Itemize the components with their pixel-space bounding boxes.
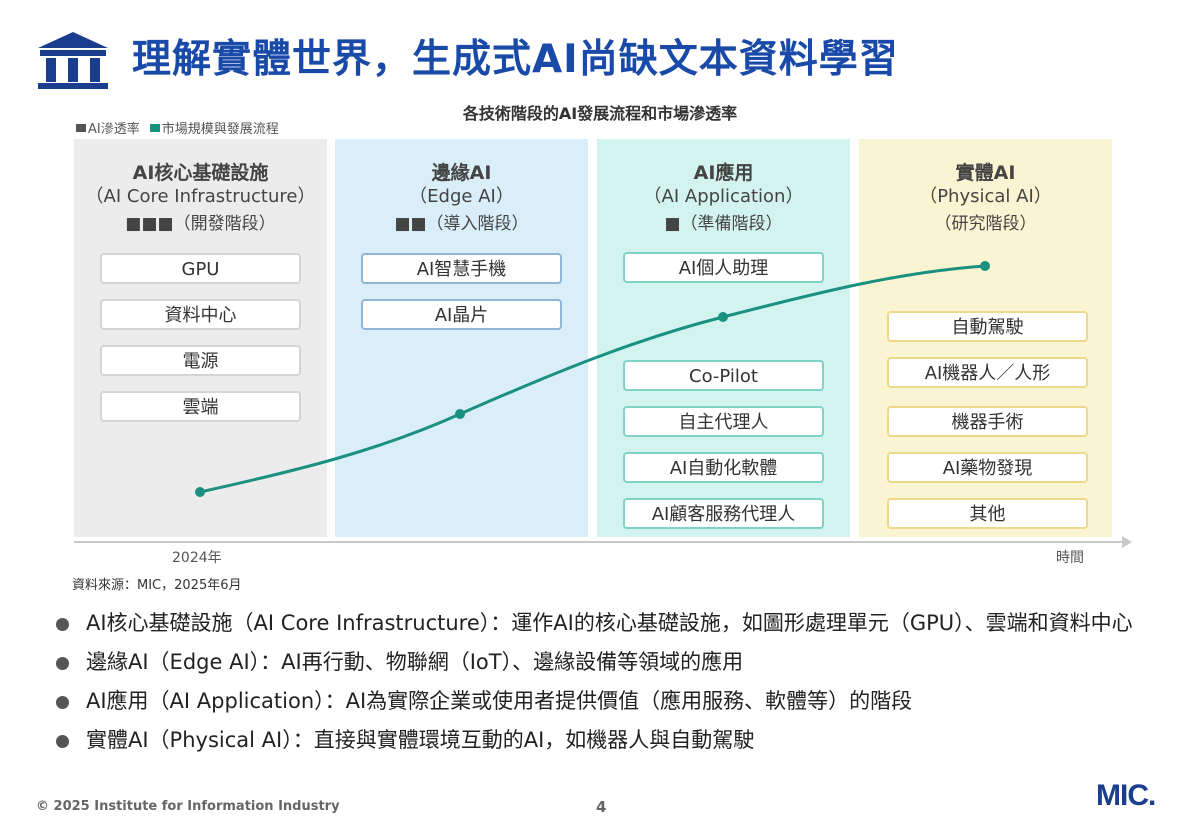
tag-item: AI自動化軟體 xyxy=(623,452,824,483)
tag-item: AI顧客服務代理人 xyxy=(623,498,824,529)
stage-name: AI核心基礎設施 xyxy=(132,162,269,184)
bullet-text: 實體AI（Physical AI）：直接與實體環境互動的AI，如機器人與自動駕駛 xyxy=(86,728,755,752)
stage-name: 實體AI xyxy=(955,162,1016,184)
tag-item: 機器手術 xyxy=(887,406,1088,437)
legend-label: AI滲透率 xyxy=(88,122,140,137)
mic-logo: MIC. xyxy=(1096,779,1156,812)
legend-label: 市場規模與發展流程 xyxy=(161,122,279,137)
bullet-dot-icon xyxy=(56,657,69,670)
bullet-dot-icon xyxy=(56,735,69,748)
bullet-text: AI應用（AI Application）：AI為實際企業或使用者提供價值（應用服… xyxy=(86,689,913,713)
stage-english-name: （Edge AI） xyxy=(409,186,514,207)
stage-phase: ■■■（開發階段） xyxy=(125,214,276,234)
bullet-dot-icon xyxy=(56,696,69,709)
legend-swatch-market xyxy=(149,123,160,132)
stage-name: 邊緣AI xyxy=(431,162,492,184)
tag-item: 資料中心 xyxy=(100,299,301,330)
stage-name: AI應用 xyxy=(693,162,754,184)
bullet-dot-icon xyxy=(56,618,69,631)
bullet-item: 邊緣AI（Edge AI）：AI再行動、物聯網（IoT）、邊緣設備等領域的應用 xyxy=(56,649,1166,675)
page-number: 4 xyxy=(596,798,607,816)
tag-item: 自動駕駛 xyxy=(887,311,1088,342)
tag-item: AI智慧手機 xyxy=(361,253,562,284)
stage-column-core-infrastructure: AI核心基礎設施 （AI Core Infrastructure） ■■■（開發… xyxy=(74,139,327,537)
page-title: 理解實體世界，生成式AI尚缺文本資料學習 xyxy=(132,37,899,82)
tag-item: 自主代理人 xyxy=(623,406,824,437)
axis-start-label: 2024年 xyxy=(172,550,222,566)
legend-item-market: 市場規模與發展流程 xyxy=(149,118,279,137)
tag-item: AI機器人／人形 xyxy=(887,357,1088,388)
bullet-list: AI核心基礎設施（AI Core Infrastructure）：運作AI的核心… xyxy=(56,610,1166,766)
stage-english-name: （AI Application） xyxy=(643,186,804,207)
tag-item: AI個人助理 xyxy=(623,252,824,283)
diagram-title: 各技術階段的AI發展流程和市場滲透率 xyxy=(462,104,738,123)
tag-item: AI藥物發現 xyxy=(887,452,1088,483)
bullet-text: 邊緣AI（Edge AI）：AI再行動、物聯網（IoT）、邊緣設備等領域的應用 xyxy=(86,650,744,674)
legend: AI滲透率 市場規模與發展流程 xyxy=(76,118,279,137)
tag-item: AI晶片 xyxy=(361,299,562,330)
axis-end-label: 時間 xyxy=(1056,550,1084,566)
tag-item: GPU xyxy=(100,253,301,284)
source-note: 資料來源：MIC，2025年6月 xyxy=(72,578,242,593)
tag-item: 其他 xyxy=(887,498,1088,529)
time-axis xyxy=(74,541,1124,543)
bullet-item: AI應用（AI Application）：AI為實際企業或使用者提供價值（應用服… xyxy=(56,688,1166,714)
stage-phase: ■（準備階段） xyxy=(664,214,783,234)
institution-building-icon xyxy=(38,32,108,89)
legend-item-penetration: AI滲透率 xyxy=(76,118,140,137)
bullet-item: 實體AI（Physical AI）：直接與實體環境互動的AI，如機器人與自動駕駛 xyxy=(56,727,1166,753)
stage-phase: （研究階段） xyxy=(934,214,1037,234)
legend-swatch-penetration xyxy=(76,123,86,132)
stage-phase: ■■（導入階段） xyxy=(394,214,529,234)
bullet-item: AI核心基礎設施（AI Core Infrastructure）：運作AI的核心… xyxy=(56,610,1166,636)
bullet-text: AI核心基礎設施（AI Core Infrastructure）：運作AI的核心… xyxy=(86,611,1133,635)
axis-arrow-icon xyxy=(1122,536,1132,548)
tag-item: 電源 xyxy=(100,345,301,376)
stage-column-edge-ai: 邊緣AI （Edge AI） ■■（導入階段） xyxy=(335,139,588,537)
footer-copyright: © 2025 Institute for Information Industr… xyxy=(36,799,340,814)
stage-english-name: （AI Core Infrastructure） xyxy=(85,186,316,207)
tag-item: 雲端 xyxy=(100,391,301,422)
stage-english-name: （Physical AI） xyxy=(919,186,1052,207)
tag-item: Co-Pilot xyxy=(623,360,824,391)
